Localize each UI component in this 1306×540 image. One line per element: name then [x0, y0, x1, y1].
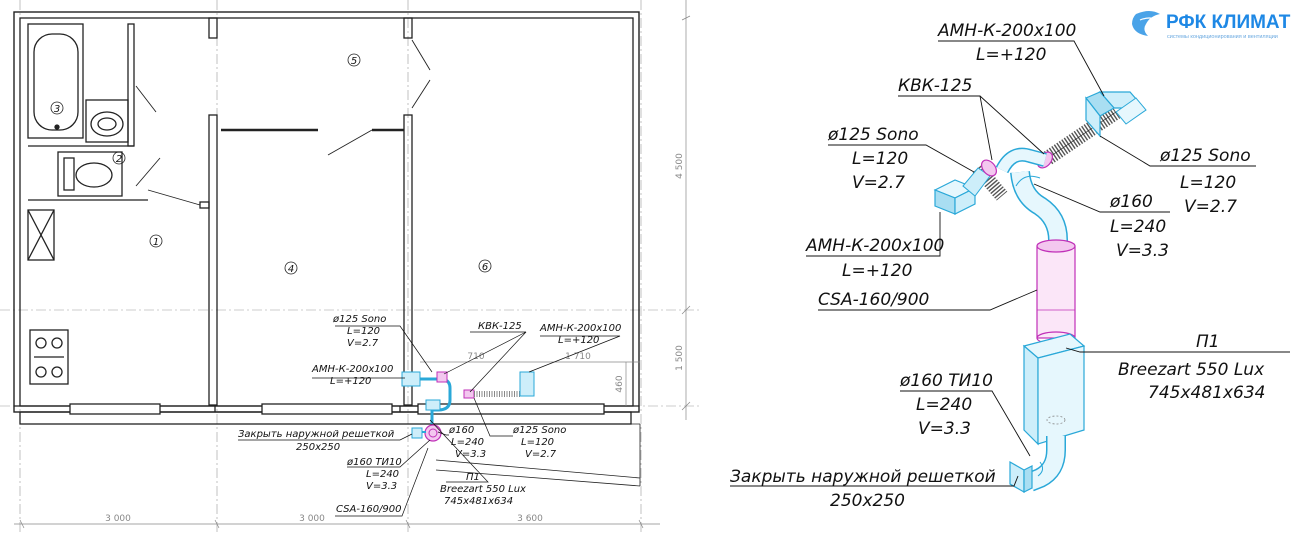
plan-leaders	[238, 325, 621, 517]
bathtub	[27, 23, 84, 139]
plan-label-o160: ø160	[448, 425, 474, 436]
swirl-icon	[1132, 11, 1160, 36]
plan-label-ti10-l: L=240	[366, 469, 399, 480]
plan-label-amn-left: АМН-К-200х100	[311, 364, 393, 375]
company-logo: РФК КЛИМАТ системы кондиционирования и в…	[1132, 11, 1291, 40]
plan-label-o125-right: ø125 Sono	[512, 425, 566, 436]
plan-label-ti10-v: V=3.3	[366, 481, 397, 492]
room-2-marker: 2	[112, 151, 126, 165]
label-ti10-l: L=240	[916, 395, 972, 415]
room-1-marker: 1	[149, 234, 163, 248]
label-o125-left-l: L=120	[852, 149, 908, 169]
room-numbers: 3 2 1 4 5 6	[50, 53, 492, 275]
plan-label-o125-left-v: V=2.7	[347, 338, 379, 349]
inner-wall	[19, 17, 634, 407]
label-o125-right: ø125 Sono	[1159, 146, 1251, 166]
toilet-area	[57, 151, 123, 197]
plan-label-o160-v: V=3.3	[455, 449, 486, 460]
dimension-lines	[14, 0, 691, 529]
room-5-marker: 5	[347, 53, 361, 67]
room-2-number: 2	[116, 154, 122, 165]
plan-label-kvk: КВК-125	[478, 321, 522, 332]
label-grille-size: 250х250	[830, 491, 905, 511]
label-amn-top-l: L=+120	[976, 45, 1046, 65]
plan-label-o125-right-l: L=120	[521, 437, 554, 448]
plan-label-ti10: ø160 ТИ10	[346, 457, 402, 468]
plan-label-amn-right-l: L=+120	[558, 335, 599, 346]
label-amn-left-l: L=+120	[842, 261, 912, 281]
plan-label-o125-left-l: L=120	[347, 326, 380, 337]
plan-label-amn-right: АМН-К-200х100	[539, 323, 621, 334]
room-6-marker: 6	[478, 259, 492, 273]
kvk-left-coupler	[981, 159, 997, 177]
partition-1	[208, 114, 218, 406]
label-breezart: Breezart 550 Lux	[1118, 360, 1265, 380]
label-ti10-v: V=3.3	[918, 419, 971, 439]
dim-3600: 3 600	[517, 514, 543, 524]
label-amn-top: АМН-К-200х100	[937, 21, 1076, 41]
dim-3000-b: 3 000	[299, 514, 325, 524]
label-ti10: ø160 ТИ10	[899, 371, 993, 391]
label-unit-size: 745х481х634	[1148, 383, 1265, 403]
label-kvk: КВК-125	[898, 76, 972, 96]
room-5-number: 5	[351, 56, 357, 67]
plan-label-o125-left: ø125 Sono	[332, 314, 386, 325]
label-o160: ø160	[1109, 192, 1153, 212]
plan-label-o160-l: L=240	[451, 437, 484, 448]
room-3-number: 3	[54, 104, 60, 115]
label-o125-right-v: V=2.7	[1184, 197, 1237, 217]
partition-2	[403, 114, 413, 406]
stove	[29, 329, 69, 385]
room-1-number: 1	[153, 237, 159, 248]
logo-title: РФК КЛИМАТ	[1166, 12, 1291, 33]
label-amn-left: АМН-К-200х100	[805, 236, 944, 256]
plan-label-csa: CSA-160/900	[336, 504, 402, 515]
dim-1710: 1 710	[565, 352, 591, 362]
room-4-number: 4	[288, 264, 294, 275]
label-o125-right-l: L=120	[1180, 173, 1236, 193]
plan-label-p1: П1	[466, 472, 480, 483]
outside-grille	[1009, 460, 1033, 494]
silencer-csa	[1036, 239, 1076, 345]
scheme-labels: АМН-К-200х100 L=+120 КВК-125 ø125 Sono L…	[730, 21, 1265, 511]
dim-460: 460	[615, 375, 625, 392]
grille-left	[933, 167, 991, 215]
label-csa: CSA-160/900	[818, 290, 929, 310]
dim-4500: 4 500	[675, 153, 685, 179]
grille-top-right	[1085, 91, 1147, 138]
label-grille: Закрыть наружной решеткой	[730, 467, 996, 487]
label-o125-left: ø125 Sono	[827, 125, 919, 145]
room-6-number: 6	[482, 262, 488, 273]
scheme-leaders	[730, 40, 1290, 487]
label-o160-l: L=240	[1110, 217, 1166, 237]
dim-3000-a: 3 000	[105, 514, 131, 524]
plan-labels: ø125 Sono L=120 V=2.7 КВК-125 АМН-К-200х…	[238, 314, 621, 515]
dim-1500: 1 500	[675, 345, 685, 371]
dim-710: 710	[467, 352, 484, 362]
room-4-marker: 4	[284, 261, 298, 275]
duct-scheme	[933, 91, 1147, 494]
plan-label-o125-right-v: V=2.7	[525, 449, 557, 460]
floor-plan	[0, 0, 700, 535]
dimension-texts: 3 000 3 000 3 600 4 500 1 500 710 1 710 …	[105, 153, 685, 524]
axis-lines	[0, 0, 700, 535]
plan-label-unit-size: 745х481х634	[444, 496, 513, 507]
label-p1: П1	[1196, 332, 1220, 352]
plan-label-grille-size: 250х250	[296, 442, 340, 453]
breezart-unit	[1022, 333, 1086, 446]
label-o160-v: V=3.3	[1116, 241, 1169, 261]
logo-subtitle: системы кондиционирования и вентиляции	[1167, 34, 1278, 40]
plan-label-amn-left-l: L=+120	[330, 376, 371, 387]
room-3-marker: 3	[50, 101, 64, 115]
plan-label-grille: Закрыть наружной решеткой	[238, 429, 395, 440]
label-o125-left-v: V=2.7	[852, 173, 905, 193]
plan-duct-system	[401, 371, 535, 442]
plan-label-breezart: Breezart 550 Lux	[440, 484, 526, 495]
outer-wall	[13, 11, 640, 413]
